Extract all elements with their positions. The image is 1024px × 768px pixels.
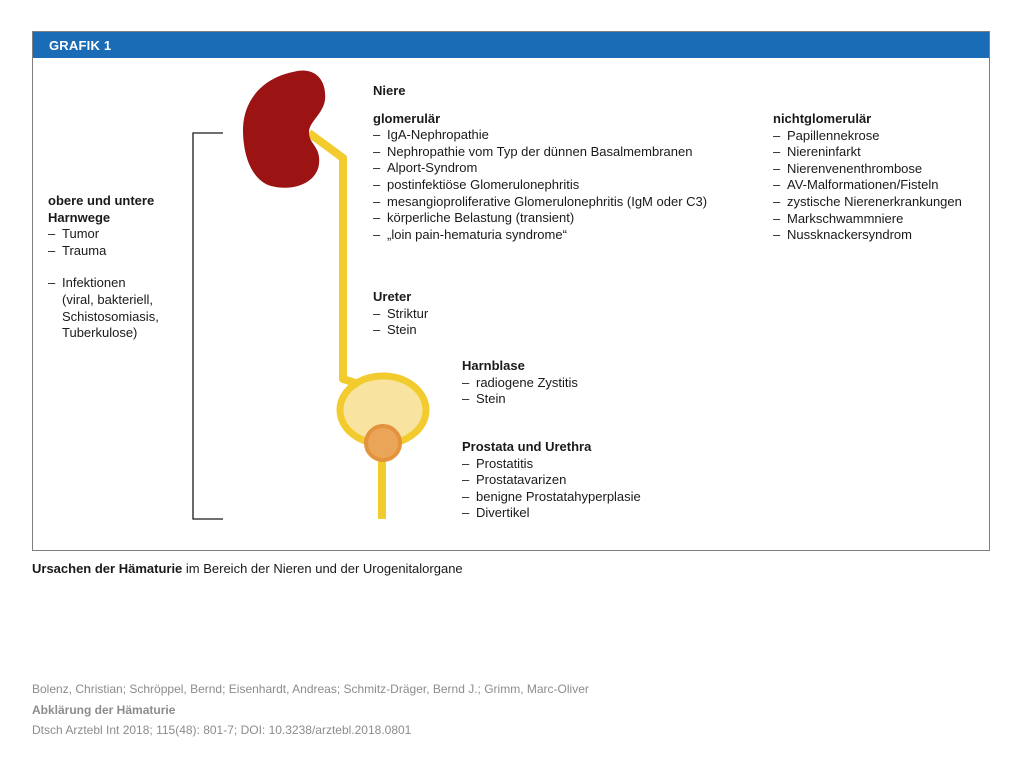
niere-title: Niere bbox=[373, 83, 406, 98]
bladder-causes-block: Harnblase radiogene Zystitis Stein bbox=[462, 358, 712, 408]
infection-line: Tuberkulose) bbox=[62, 325, 138, 341]
caption-rest: im Bereich der Nieren und der Urogenital… bbox=[182, 561, 463, 576]
list-item: Stein bbox=[462, 391, 712, 408]
list-item: Nussknackersyndrom bbox=[773, 227, 983, 244]
ureter-causes-block: Ureter Striktur Stein bbox=[373, 289, 573, 339]
left-heading-line2: Harnwege bbox=[48, 209, 111, 225]
list-item: Prostatitis bbox=[462, 456, 722, 473]
list-item: IgA-Nephropathie bbox=[373, 127, 753, 144]
list-item: Papillennekrose bbox=[773, 128, 983, 145]
list-item: Alport-Syndrom bbox=[373, 160, 753, 177]
list-item: AV-Malformationen/Fisteln bbox=[773, 177, 983, 194]
nonglomerular-causes-block: nichtglomerulär Papillennekrose Nierenin… bbox=[773, 111, 983, 244]
urethra-shape bbox=[378, 452, 386, 519]
list-item: Striktur bbox=[373, 306, 573, 323]
figure-frame: GRAFIK 1 obere und untere Harnwege Tumor… bbox=[32, 31, 990, 551]
figure-header: GRAFIK 1 bbox=[33, 32, 989, 58]
figure-caption: Ursachen der Hämaturie im Bereich der Ni… bbox=[32, 561, 463, 576]
prostate-urethra-causes-block: Prostata und Urethra Prostatitis Prostat… bbox=[462, 439, 722, 522]
prostata-title: Prostata und Urethra bbox=[462, 439, 592, 454]
infection-line: Infektionen bbox=[62, 275, 126, 291]
kidney-shape bbox=[243, 70, 326, 188]
glomerular-heading: glomerulär bbox=[373, 110, 441, 126]
list-item: Nierenvenenthrombose bbox=[773, 161, 983, 178]
list-item: mesangioproliferative Glomerulonephritis… bbox=[373, 194, 753, 211]
infection-line: Schistosomiasis, bbox=[62, 308, 159, 324]
list-item: Nephropathie vom Typ der dünnen Basalmem… bbox=[373, 144, 753, 161]
harnblase-title: Harnblase bbox=[462, 358, 525, 373]
list-item: Stein bbox=[373, 322, 573, 339]
citation: Bolenz, Christian; Schröppel, Bernd; Eis… bbox=[32, 679, 589, 741]
citation-source: Dtsch Arztebl Int 2018; 115(48): 801-7; … bbox=[32, 723, 412, 737]
nonglomerular-heading: nichtglomerulär bbox=[773, 111, 872, 126]
list-item: Niereninfarkt bbox=[773, 144, 983, 161]
upper-lower-urinary-tract-block: obere und untere Harnwege Tumor Trauma I… bbox=[48, 193, 198, 342]
list-item: körperliche Belastung (transient) bbox=[373, 210, 753, 227]
caption-bold: Ursachen der Hämaturie bbox=[32, 561, 183, 576]
list-item: radiogene Zystitis bbox=[462, 375, 712, 392]
list-item: Prostatavarizen bbox=[462, 472, 722, 489]
kidney-causes-block: Niere glomerulär IgA-Nephropathie Nephro… bbox=[373, 83, 753, 243]
left-heading-line1: obere und untere bbox=[48, 193, 155, 208]
infection-line: (viral, bakteriell, bbox=[62, 291, 154, 307]
citation-authors: Bolenz, Christian; Schröppel, Bernd; Eis… bbox=[32, 682, 589, 696]
list-item: Infektionen (viral, bakteriell, Schistos… bbox=[48, 275, 198, 341]
list-item: benigne Prostatahyperplasie bbox=[462, 489, 722, 506]
prostate-shape bbox=[364, 424, 402, 462]
list-item: Markschwammniere bbox=[773, 211, 983, 228]
list-item: Trauma bbox=[48, 243, 198, 260]
list-item: zystische Nierenerkrankungen bbox=[773, 194, 983, 211]
list-item: Divertikel bbox=[462, 505, 722, 522]
list-item: postinfektiöse Glomerulonephritis bbox=[373, 177, 753, 194]
list-item: „loin pain-hematuria syndrome“ bbox=[373, 227, 753, 244]
figure-title: GRAFIK 1 bbox=[49, 38, 112, 53]
ureter-shape bbox=[306, 129, 373, 392]
ureter-title: Ureter bbox=[373, 289, 412, 304]
list-item: Tumor bbox=[48, 226, 198, 243]
citation-title: Abklärung der Hämaturie bbox=[32, 702, 176, 717]
